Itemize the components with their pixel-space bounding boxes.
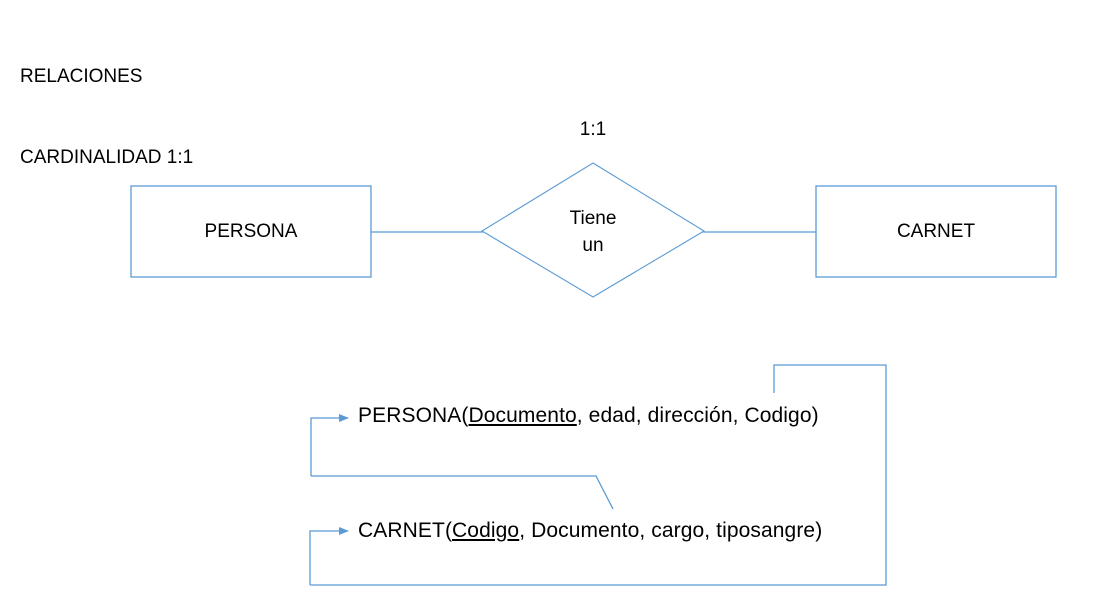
relationship-label-line-1: Tiene: [569, 208, 617, 229]
fk-line-persona-to-carnet: [310, 364, 887, 586]
schema-line-carnet: CARNET(Codigo, Documento, cargo, tiposan…: [358, 519, 822, 543]
page-title: RELACIONES CARDINALIDAD 1:1: [20, 9, 193, 225]
fk-arrow-to-carnet: [309, 527, 349, 585]
title-line-1: RELACIONES: [20, 66, 143, 87]
schema-primary-key: Codigo: [452, 519, 520, 542]
relationship-label-line-2: un: [582, 235, 604, 256]
entity-box-persona[interactable]: [130, 185, 372, 278]
entity-label-persona: PERSONA: [204, 221, 298, 242]
fk-line-carnet-to-persona: [311, 475, 614, 510]
schema-attributes: , Documento, cargo, tiposangre): [519, 519, 823, 542]
fk-arrow-to-persona: [310, 414, 349, 476]
schema-attributes: , edad, dirección, Codigo): [576, 404, 819, 427]
schema-open-paren: (: [444, 519, 453, 542]
entity-label-carnet: CARNET: [896, 221, 976, 242]
schema-entity-name: PERSONA: [358, 404, 462, 427]
title-line-2: CARDINALIDAD 1:1: [20, 147, 194, 168]
schema-entity-name: CARNET: [358, 519, 445, 542]
cardinality-label: 1:1: [579, 119, 607, 140]
relationship-diamond[interactable]: [480, 162, 706, 298]
relationship-label: Tiene un: [523, 205, 663, 259]
schema-primary-key: Documento: [468, 404, 577, 427]
schema-open-paren: (: [461, 404, 469, 427]
schema-line-persona: PERSONA(Documento, edad, dirección, Codi…: [358, 404, 819, 428]
